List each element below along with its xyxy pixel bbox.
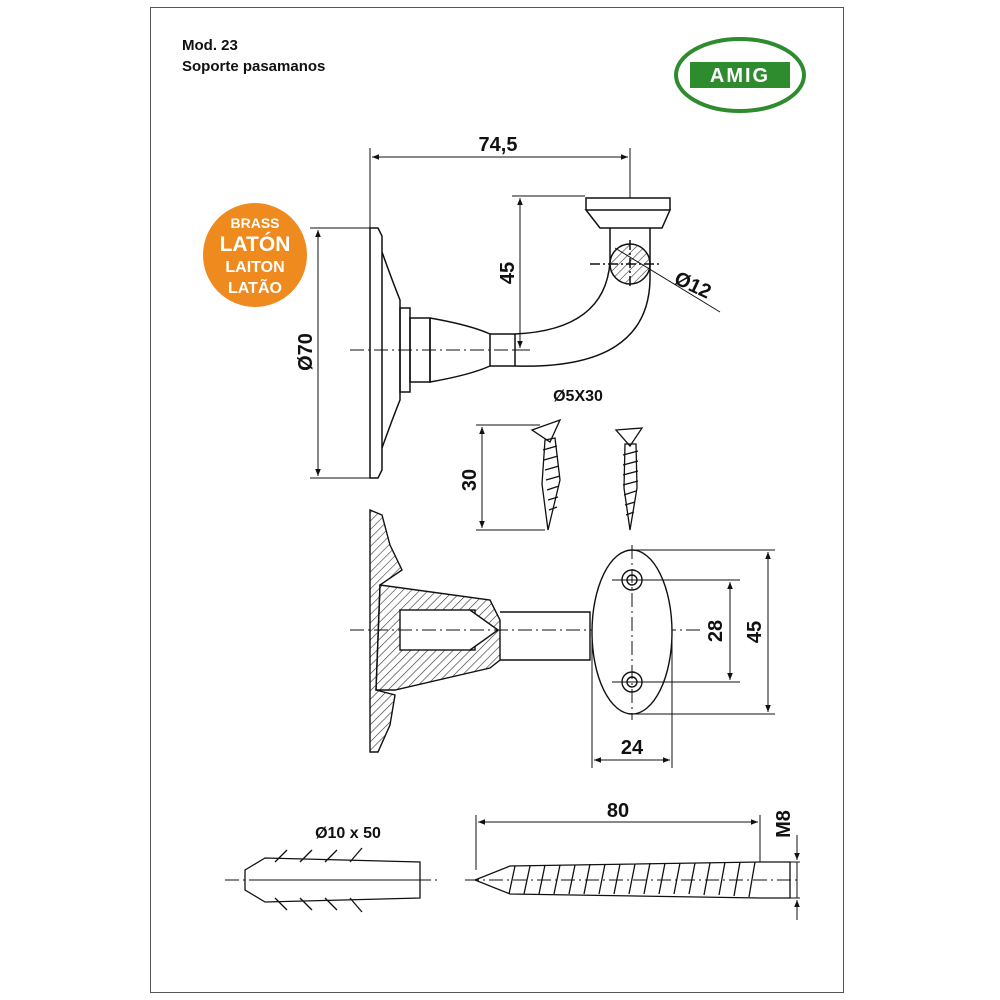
label-arm-height: 45: [497, 262, 519, 284]
dimension-hole-spacing: [652, 579, 740, 683]
drawing-frame: [150, 7, 844, 993]
wall-plug-icon: [225, 847, 440, 913]
dimension-plate-width: [591, 640, 673, 768]
label-plate-height: 45: [744, 621, 766, 643]
badge-line-2: LATÓN: [220, 232, 291, 256]
dimension-screw-length: [476, 424, 545, 531]
badge-line-1: BRASS: [230, 215, 279, 231]
label-arm-length: 74,5: [479, 134, 518, 156]
wood-screw-icon: [614, 427, 644, 531]
badge-line-3: LAITON: [225, 259, 284, 276]
brass-badge: BRASS LATÓN LAITON LATÃO: [203, 203, 307, 307]
bracket-section-view: [350, 508, 700, 753]
wood-screw-icon: [530, 418, 562, 531]
logo-text: AMIG: [710, 65, 770, 87]
hanger-bolt-icon: [465, 861, 800, 899]
dimension-plate-height: [632, 549, 775, 715]
label-plate-width: 24: [621, 737, 644, 759]
dimension-bolt-thread: [790, 835, 800, 920]
badge-line-4: LATÃO: [228, 277, 282, 297]
model-number: Mod. 23: [182, 37, 238, 54]
label-bolt-length: 80: [607, 800, 629, 822]
label-hole-spacing: 28: [705, 620, 727, 642]
label-bolt-thread: M8: [773, 810, 795, 838]
label-screw-length: 30: [459, 469, 481, 491]
dimension-base-diameter: [310, 227, 372, 479]
amig-logo: AMIG: [674, 37, 806, 113]
label-screw-spec: Ø5X30: [553, 388, 603, 405]
dimension-arm-length: [369, 148, 631, 228]
rail-diameter-leader: [614, 247, 721, 313]
product-description: Soporte pasamanos: [182, 58, 326, 75]
title-block: Mod. 23 Soporte pasamanos: [182, 35, 325, 77]
label-base-diameter: Ø70: [295, 333, 317, 371]
dimension-arm-height: [512, 195, 585, 351]
dimension-bolt-length: [475, 815, 761, 870]
label-plug-spec: Ø10 x 50: [315, 825, 381, 842]
label-rail-diameter: Ø12: [671, 268, 715, 304]
